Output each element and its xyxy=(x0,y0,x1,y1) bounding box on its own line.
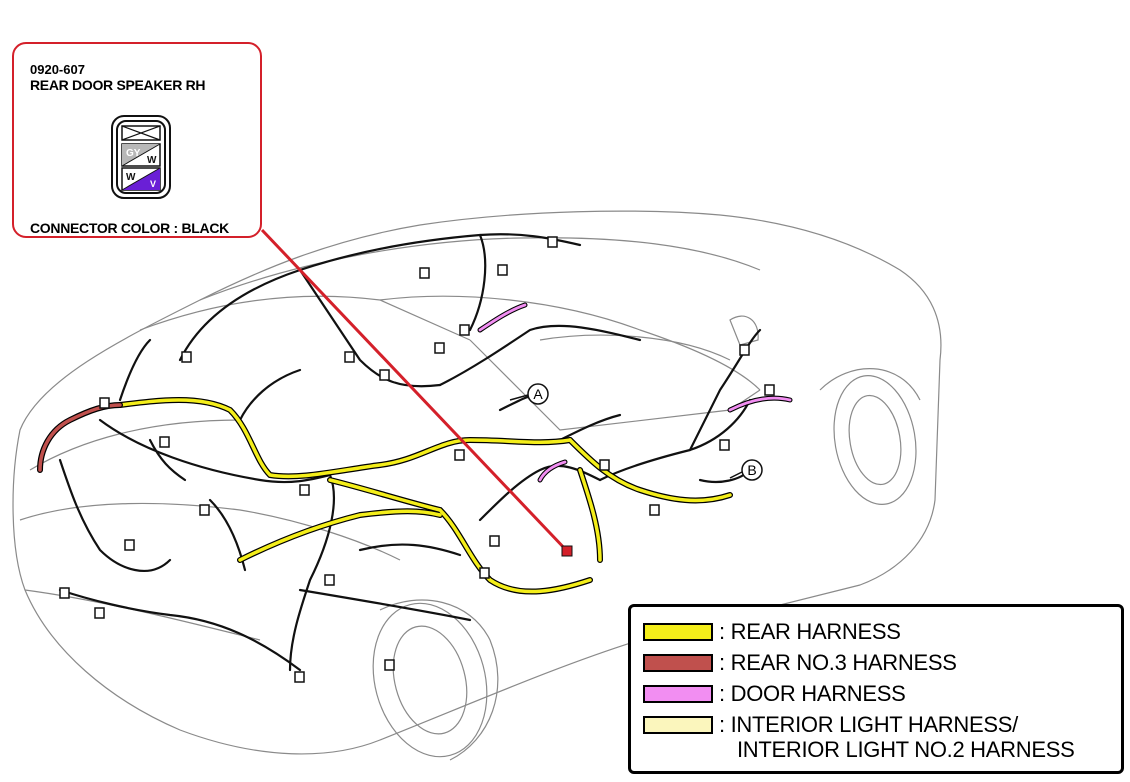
legend-swatch-door xyxy=(643,685,713,703)
legend-swatch-rear xyxy=(643,623,713,641)
legend-label-interior-light-no2: INTERIOR LIGHT NO.2 HARNESS xyxy=(737,737,1075,762)
legend-row-door: : DOOR HARNESS xyxy=(643,681,906,707)
callout-pointer-line xyxy=(260,228,570,554)
pin3-label: W xyxy=(126,172,136,183)
car-body-outline xyxy=(12,210,942,761)
connector-face-icon: GY W W V xyxy=(111,115,171,199)
pin1-label: GY xyxy=(126,148,141,159)
legend-label-rear-no3: : REAR NO.3 HARNESS xyxy=(719,650,957,675)
connector-color-label: CONNECTOR COLOR : BLACK xyxy=(30,220,229,236)
connector-name: REAR DOOR SPEAKER RH xyxy=(30,77,206,93)
rear-harness-wires xyxy=(117,397,733,595)
connector-code: 0920-607 xyxy=(30,62,85,77)
legend-row-interior-light: : INTERIOR LIGHT HARNESS/ xyxy=(643,712,1018,738)
pin2-label: W xyxy=(147,155,157,166)
legend-swatch-rear-no3 xyxy=(643,654,713,672)
marker-b-label: B xyxy=(747,462,756,478)
marker-a: A xyxy=(509,383,549,405)
black-harness-wires xyxy=(58,233,762,672)
legend-label-door: : DOOR HARNESS xyxy=(719,681,906,706)
harness-legend: : REAR HARNESS : REAR NO.3 HARNESS : DOO… xyxy=(628,604,1124,774)
legend-row-rear-no3: : REAR NO.3 HARNESS xyxy=(643,650,957,676)
legend-label-interior-light: : INTERIOR LIGHT HARNESS/ xyxy=(719,712,1018,737)
pin4-label: V xyxy=(150,179,156,189)
door-harness-wires xyxy=(477,302,793,483)
connector-callout: 0920-607 REAR DOOR SPEAKER RH GY W W V C… xyxy=(12,42,262,238)
rear-no3-harness-wires xyxy=(37,402,123,473)
target-connector xyxy=(561,545,573,557)
harness-connectors xyxy=(59,236,775,683)
marker-b: B xyxy=(729,459,763,481)
legend-label-rear: : REAR HARNESS xyxy=(719,619,901,644)
legend-row-rear: : REAR HARNESS xyxy=(643,619,901,645)
marker-a-label: A xyxy=(533,386,543,402)
legend-swatch-interior-light xyxy=(643,716,713,734)
